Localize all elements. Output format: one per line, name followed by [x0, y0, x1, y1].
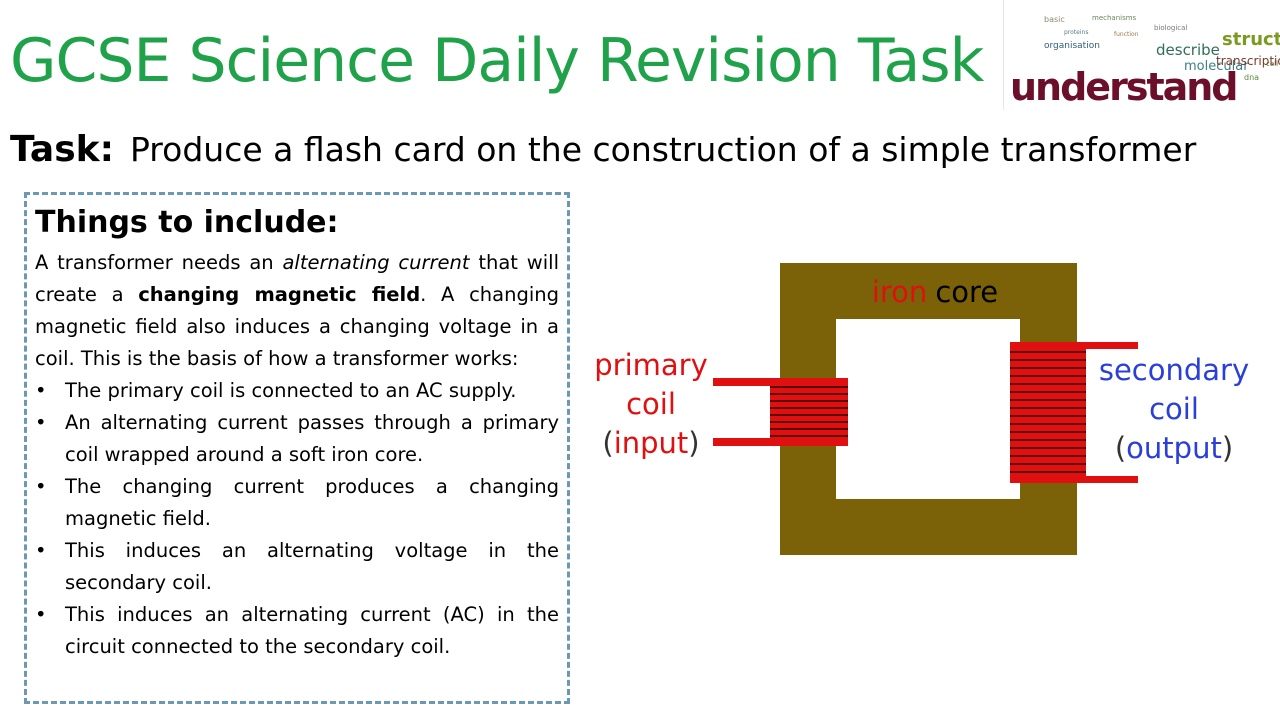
bullet-icon: •: [35, 411, 47, 434]
secondary-coil: [1010, 342, 1138, 483]
task-line: Task: Produce a flash card on the constru…: [10, 126, 1196, 174]
include-heading: Things to include:: [35, 205, 339, 240]
bullet-list: •The primary coil is connected to an AC …: [35, 375, 559, 663]
list-item: •This induces an alternating current (AC…: [35, 599, 559, 663]
page-title: GCSE Science Daily Revision Task: [10, 26, 984, 96]
bullet-icon: •: [35, 603, 47, 626]
svg-text:(input): (input): [602, 426, 699, 460]
svg-text:molecular: molecular: [1184, 59, 1249, 74]
word-cloud-logo: basic mechanisms organisation biological…: [1003, 0, 1280, 110]
primary-coil: [713, 378, 848, 446]
svg-text:coil: coil: [626, 387, 676, 421]
svg-text:biological: biological: [1154, 24, 1187, 32]
intro-paragraph: A transformer needs an alternating curre…: [35, 251, 559, 370]
secondary-coil-label: secondary coil (output): [1099, 353, 1249, 465]
svg-text:(output): (output): [1115, 431, 1233, 465]
svg-text:dna: dna: [1244, 73, 1259, 82]
things-to-include-box: Things to include: A transformer needs a…: [24, 192, 570, 704]
list-item: •An alternating current passes through a…: [35, 407, 559, 471]
svg-text:function: function: [1114, 31, 1139, 38]
bullet-icon: •: [35, 539, 47, 562]
svg-text:basic: basic: [1044, 15, 1065, 24]
list-item: •This induces an alternating voltage in …: [35, 535, 559, 599]
svg-text:structure: structure: [1222, 29, 1280, 50]
svg-text:primary: primary: [594, 348, 708, 382]
task-label: Task:: [10, 129, 114, 170]
svg-text:mechanisms: mechanisms: [1092, 14, 1137, 22]
list-item: •The primary coil is connected to an AC …: [35, 375, 559, 407]
primary-coil-label: primary coil (input): [594, 348, 708, 460]
bullet-icon: •: [35, 379, 47, 402]
task-text: Produce a flash card on the construction…: [129, 130, 1197, 169]
svg-text:organisation: organisation: [1044, 41, 1100, 51]
svg-text:coil: coil: [1149, 392, 1199, 426]
svg-text:transcription: transcription: [1216, 54, 1280, 68]
intro-bold: changing magnetic field: [138, 283, 421, 306]
intro-italic: alternating current: [282, 251, 470, 274]
bullet-icon: •: [35, 475, 47, 498]
svg-text:cell: cell: [1266, 60, 1278, 68]
list-item: •The changing current produces a changin…: [35, 471, 559, 535]
svg-text:proteins: proteins: [1064, 29, 1088, 36]
svg-text:understand: understand: [1010, 65, 1237, 109]
svg-text:describe: describe: [1156, 41, 1220, 59]
svg-text:secondary: secondary: [1099, 353, 1249, 387]
